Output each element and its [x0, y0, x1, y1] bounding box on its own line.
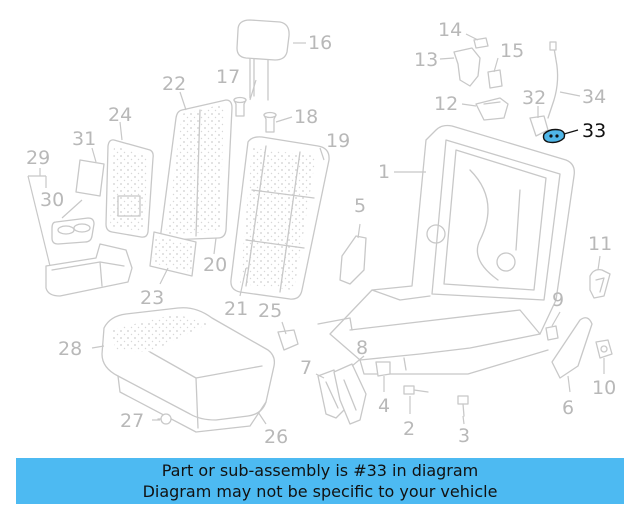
callout-33: 33 — [582, 120, 606, 142]
highlighted-part-33 — [542, 128, 566, 144]
callout-8: 8 — [356, 337, 368, 359]
callout-3: 3 — [458, 425, 470, 447]
callout-25: 25 — [258, 300, 282, 322]
callout-18: 18 — [294, 106, 318, 128]
callout-34: 34 — [582, 86, 606, 108]
bracket-part — [277, 329, 299, 351]
callout-24: 24 — [108, 104, 132, 126]
callout-12: 12 — [434, 93, 458, 115]
headrest-guide-part — [263, 111, 277, 133]
headrest-guide-part — [233, 96, 247, 117]
headrest-part — [236, 19, 290, 101]
callout-27: 27 — [120, 410, 144, 432]
cap-part — [375, 361, 391, 377]
trim-panel-part — [149, 231, 197, 277]
callout-4: 4 — [378, 395, 390, 417]
hinge-cover-part — [317, 369, 347, 419]
callout-23: 23 — [140, 287, 164, 309]
callout-17: 17 — [216, 66, 240, 88]
callout-1: 1 — [378, 161, 390, 183]
clip-part — [157, 413, 172, 425]
hinge-cover-part — [333, 363, 367, 425]
callout-13: 13 — [414, 49, 438, 71]
callout-15: 15 — [500, 40, 524, 62]
callout-19: 19 — [326, 130, 350, 152]
release-handle-part — [475, 97, 509, 121]
latch-bracket-part — [453, 47, 481, 87]
parts-diagram: 1 2 3 4 5 6 7 8 9 10 11 12 13 14 15 16 1… — [26, 19, 616, 448]
callout-26: 26 — [264, 426, 288, 448]
callout-29: 29 — [26, 147, 50, 169]
callout-20: 20 — [203, 254, 227, 276]
latch-cap-part — [473, 37, 489, 49]
callout-22: 22 — [162, 73, 186, 95]
callout-30: 30 — [40, 189, 64, 211]
callout-21: 21 — [224, 298, 248, 320]
info-banner: Part or sub-assembly is #33 in diagram D… — [16, 458, 624, 504]
bolt-part — [457, 395, 469, 417]
callout-14: 14 — [438, 19, 462, 41]
release-bezel-part — [589, 268, 611, 299]
seat-cushion-part — [101, 307, 276, 433]
seat-frame-part — [317, 124, 575, 375]
pad-part — [75, 159, 105, 197]
back-panel-part — [105, 139, 154, 238]
callout-32: 32 — [522, 87, 546, 109]
seatback-pad-part — [160, 99, 233, 241]
callout-9: 9 — [552, 289, 564, 311]
latch-cover-part — [487, 69, 503, 89]
callout-6: 6 — [562, 397, 574, 419]
callout-28: 28 — [58, 338, 82, 360]
trim-clip-part — [545, 325, 559, 341]
callout-10: 10 — [592, 377, 616, 399]
callout-7: 7 — [300, 357, 312, 379]
side-bracket-part — [339, 235, 367, 285]
armrest-part — [45, 243, 133, 297]
callout-2: 2 — [403, 418, 415, 440]
callout-11: 11 — [588, 233, 612, 255]
cup-holder-part — [51, 217, 95, 245]
banner-line-disclaimer: Diagram may not be specific to your vehi… — [142, 482, 498, 501]
bolt-part — [403, 385, 429, 395]
callout-31: 31 — [72, 128, 96, 150]
side-trim-part — [551, 317, 593, 379]
end-cap-part — [595, 339, 613, 359]
callout-5: 5 — [354, 195, 366, 217]
seatback-cover-part — [230, 136, 330, 300]
callout-16: 16 — [308, 32, 332, 54]
banner-line-part-number: Part or sub-assembly is #33 in diagram — [161, 461, 479, 480]
callout-labels: 1 2 3 4 5 6 7 8 9 10 11 12 13 14 15 16 1… — [26, 19, 616, 448]
leader-lines — [27, 33, 605, 425]
latch-part — [529, 115, 549, 137]
release-cable-part — [547, 41, 559, 119]
